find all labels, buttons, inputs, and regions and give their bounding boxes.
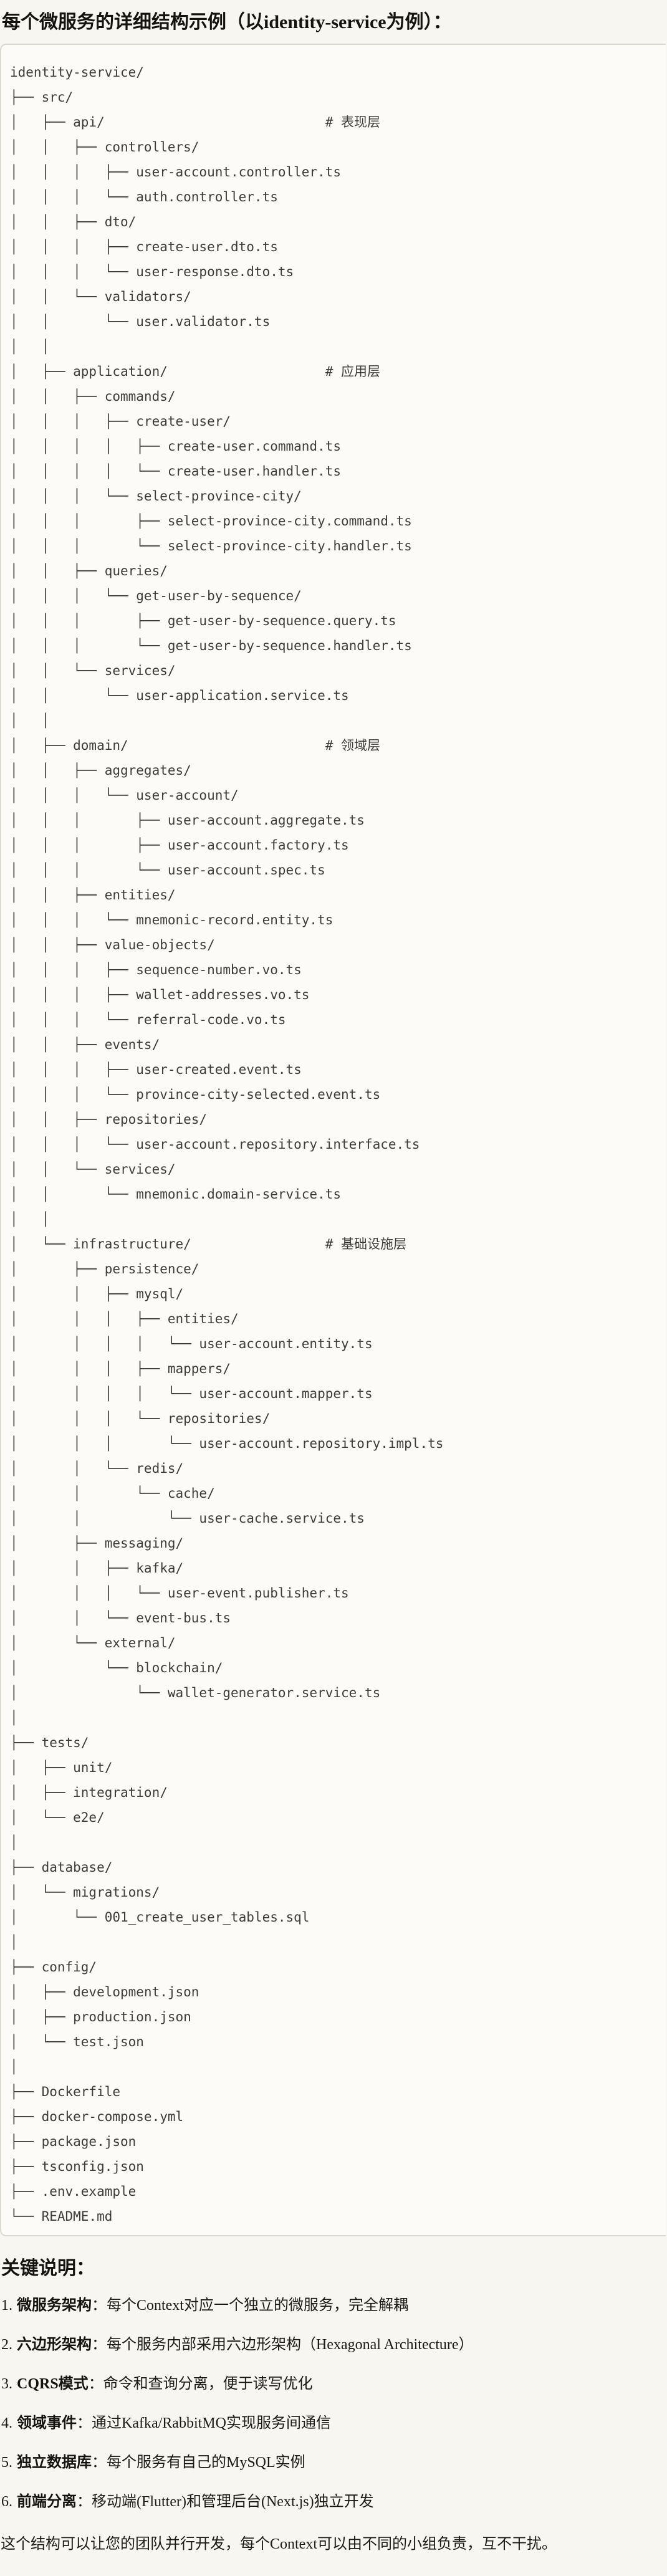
document-page: 每个微服务的详细结构示例（以identity-service为例）： ident… — [0, 10, 667, 2576]
note-number: 5. — [1, 2454, 12, 2471]
note-number: 1. — [1, 2297, 12, 2314]
note-term: 前端分离 — [17, 2494, 77, 2510]
note-number: 2. — [1, 2337, 12, 2353]
note-desc: ：移动端(Flutter)和管理后台(Next.js)独立开发 — [77, 2494, 374, 2510]
note-item-6: 6. 前端分离：移动端(Flutter)和管理后台(Next.js)独立开发 — [1, 2483, 667, 2522]
note-desc: ：命令和查询分离，便于读写优化 — [88, 2376, 313, 2392]
note-item-5: 5. 独立数据库：每个服务有自己的MySQL实例 — [1, 2443, 667, 2483]
note-desc: ：每个服务有自己的MySQL实例 — [92, 2454, 305, 2471]
note-term: CQRS模式 — [17, 2376, 89, 2392]
file-tree-block: identity-service/ ├── src/ │ ├── api/ # … — [0, 44, 666, 2236]
note-term: 独立数据库 — [17, 2454, 92, 2471]
note-number: 4. — [1, 2415, 12, 2431]
note-item-2: 2. 六边形架构：每个服务内部采用六边形架构（Hexagonal Architec… — [1, 2325, 667, 2365]
note-desc: ：通过Kafka/RabbitMQ实现服务间通信 — [77, 2415, 331, 2431]
note-term: 微服务架构 — [17, 2297, 92, 2314]
page-title: 每个微服务的详细结构示例（以identity-service为例）： — [2, 12, 452, 32]
notes-list: 1. 微服务架构：每个Context对应一个独立的微服务，完全解耦 2. 六边形架构… — [0, 2286, 667, 2522]
note-item-4: 4. 领域事件：通过Kafka/RabbitMQ实现服务间通信 — [1, 2404, 667, 2443]
note-number: 6. — [1, 2494, 12, 2510]
note-term: 领域事件 — [17, 2415, 77, 2431]
note-desc: ：每个Context对应一个独立的微服务，完全解耦 — [92, 2297, 408, 2314]
note-item-3: 3. CQRS模式：命令和查询分离，便于读写优化 — [1, 2365, 667, 2404]
footer-note: 这个结构可以让您的团队并行开发，每个Context可以由不同的小组负责，互不干扰… — [1, 2536, 557, 2552]
notes-heading: 关键说明： — [1, 2258, 95, 2279]
note-item-1: 1. 微服务架构：每个Context对应一个独立的微服务，完全解耦 — [1, 2286, 667, 2325]
file-tree: identity-service/ ├── src/ │ ├── api/ # … — [10, 65, 444, 2224]
note-number: 3. — [1, 2376, 12, 2392]
note-term: 六边形架构 — [17, 2337, 92, 2353]
note-desc: ：每个服务内部采用六边形架构（Hexagonal Architecture） — [92, 2337, 474, 2353]
